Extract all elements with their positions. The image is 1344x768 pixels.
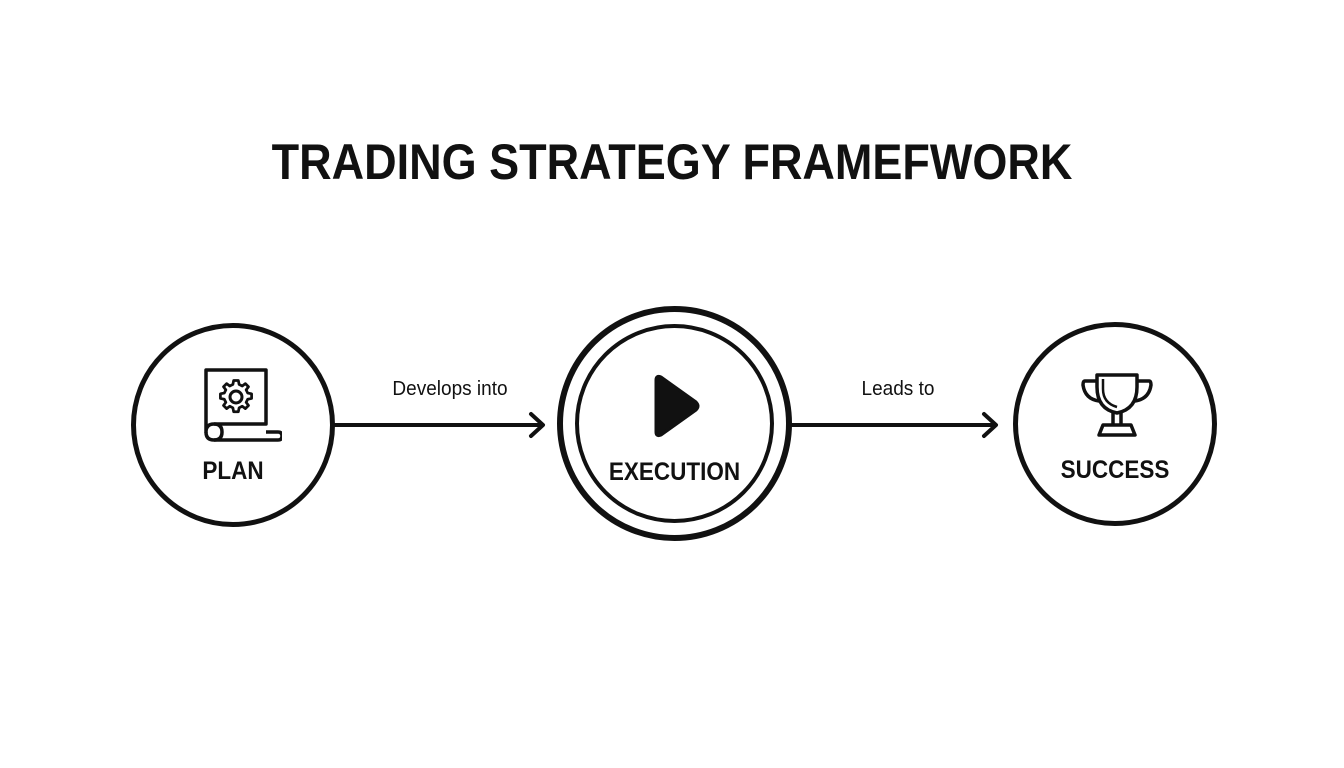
- edge-label-leads-to: Leads to: [861, 378, 935, 400]
- node-label-plan: PLAN: [202, 457, 264, 485]
- execution-inner-ring: [575, 324, 774, 523]
- play-icon: [654, 374, 700, 438]
- document-gear-icon: [204, 368, 282, 442]
- trophy-icon: [1081, 373, 1153, 437]
- diagram-title: TRADING STRATEGY FRAMEFWORK: [271, 134, 1073, 190]
- arrow-plan-to-execution: [333, 412, 545, 438]
- arrow-execution-to-success: [790, 412, 998, 438]
- node-success: SUCCESS: [1013, 322, 1217, 526]
- node-plan: PLAN: [131, 323, 335, 527]
- node-label-execution: EXECUTION: [608, 458, 741, 486]
- node-execution: EXECUTION: [557, 306, 792, 541]
- node-label-success: SUCCESS: [1060, 456, 1170, 484]
- edge-label-develops-into: Develops into: [392, 378, 508, 400]
